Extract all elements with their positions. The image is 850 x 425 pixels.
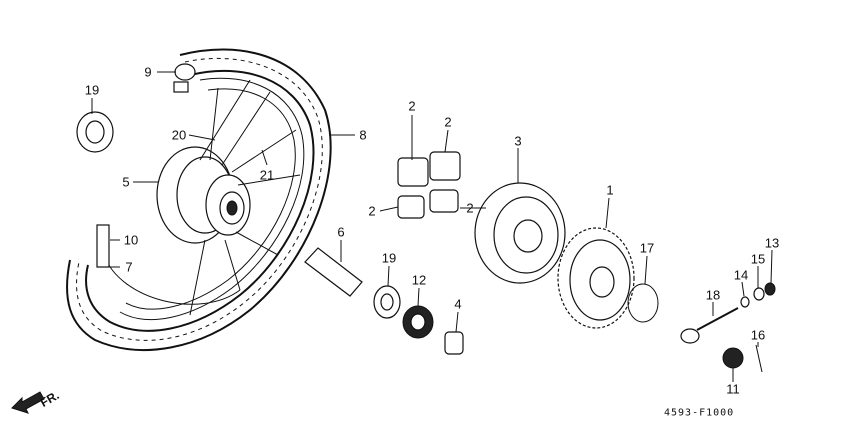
callout-13: 13 bbox=[764, 235, 780, 251]
callout-6: 6 bbox=[337, 224, 345, 240]
callout-11: 11 bbox=[726, 381, 740, 397]
leader-lines bbox=[91, 71, 773, 382]
adjusting-nut bbox=[753, 287, 765, 301]
cap-nut bbox=[764, 282, 776, 296]
axle-collar bbox=[304, 247, 363, 297]
left-bearing bbox=[76, 111, 114, 153]
callout-16: 16 bbox=[750, 327, 766, 343]
callout-2-a: 2 bbox=[408, 98, 416, 114]
chain-adjuster bbox=[680, 307, 739, 344]
washer bbox=[740, 296, 750, 308]
brake-drum bbox=[474, 182, 566, 284]
callout-4: 4 bbox=[454, 296, 462, 312]
callout-20: 20 bbox=[171, 127, 187, 143]
circlip bbox=[627, 283, 659, 323]
callout-9: 9 bbox=[144, 64, 152, 80]
callout-3: 3 bbox=[514, 133, 522, 149]
spokes bbox=[189, 79, 301, 316]
callout-7: 7 bbox=[125, 259, 133, 275]
tire bbox=[66, 48, 332, 351]
callout-12: 12 bbox=[411, 272, 427, 288]
oil-seal bbox=[402, 305, 434, 339]
sprocket bbox=[557, 227, 635, 329]
cotter-pin bbox=[755, 344, 763, 373]
callout-19-left: 19 bbox=[84, 82, 100, 98]
valve-cap bbox=[173, 63, 196, 93]
callout-5: 5 bbox=[122, 174, 130, 190]
callout-18: 18 bbox=[705, 287, 721, 303]
callout-10: 10 bbox=[123, 232, 139, 248]
callout-15: 15 bbox=[750, 251, 766, 267]
callout-8: 8 bbox=[359, 127, 367, 143]
callout-21: 21 bbox=[259, 167, 275, 183]
hub bbox=[156, 146, 251, 244]
axle-nut bbox=[722, 347, 744, 369]
callout-19-right: 19 bbox=[381, 250, 397, 266]
rim-band bbox=[96, 224, 110, 268]
diagram-code: 4593-F1000 bbox=[664, 407, 735, 419]
dampers bbox=[397, 151, 461, 219]
collar bbox=[444, 331, 464, 355]
front-arrow bbox=[11, 391, 45, 414]
callout-1: 1 bbox=[606, 182, 614, 198]
callout-2-c: 2 bbox=[368, 203, 376, 219]
callout-2-d: 2 bbox=[466, 200, 474, 216]
callout-17: 17 bbox=[639, 240, 655, 256]
callout-2-b: 2 bbox=[444, 114, 452, 130]
right-bearing bbox=[373, 285, 401, 319]
tube bbox=[103, 254, 241, 305]
callout-14: 14 bbox=[733, 267, 749, 283]
